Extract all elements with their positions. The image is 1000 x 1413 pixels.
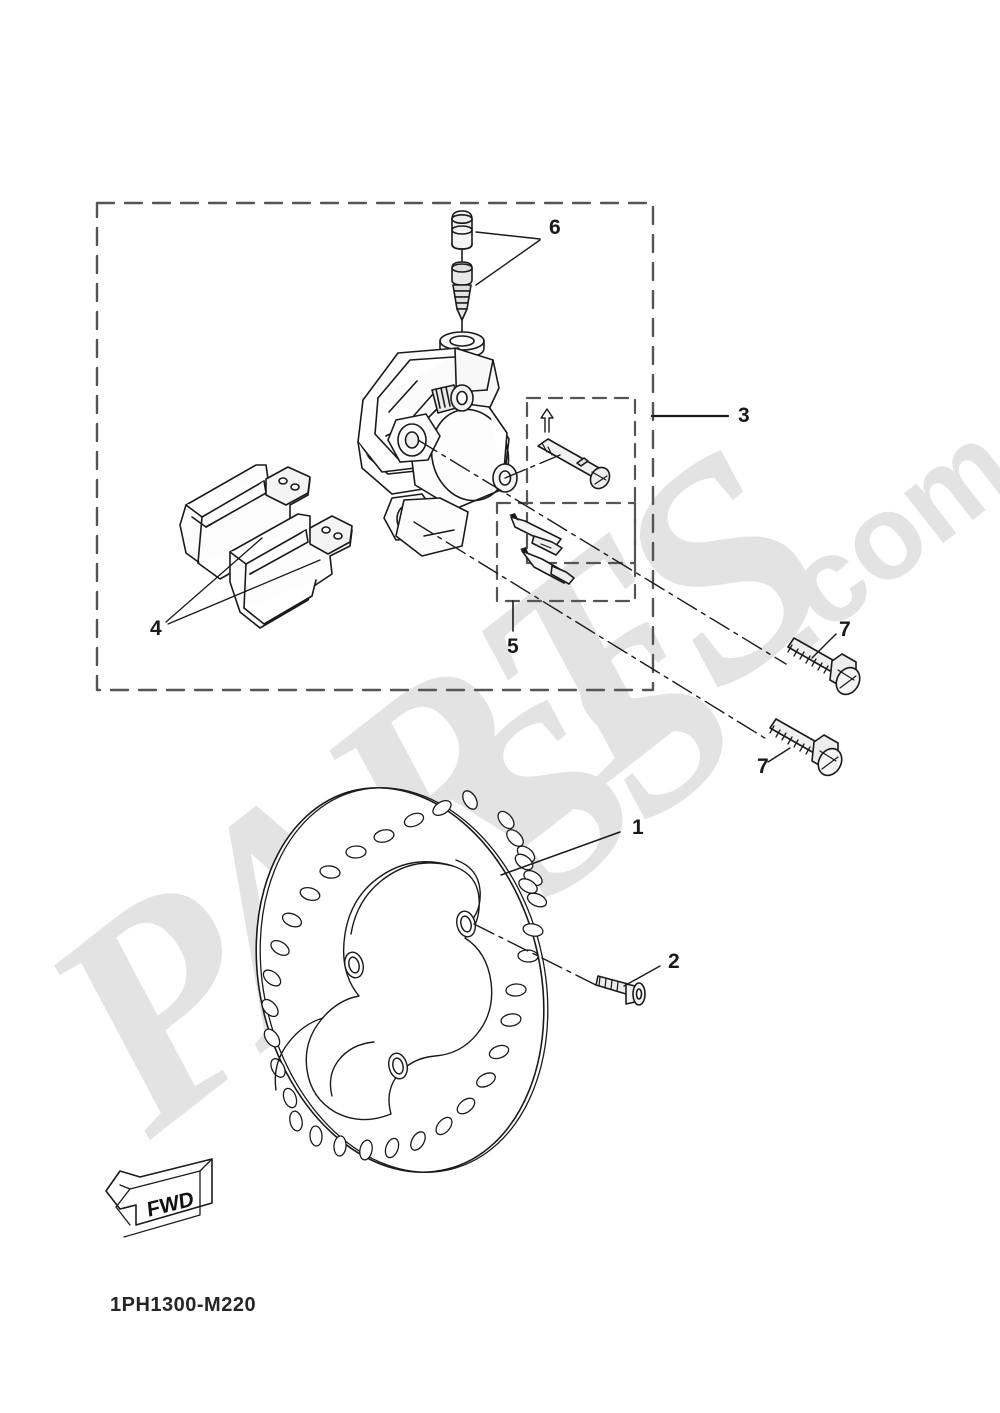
caliper-hose-boss — [431, 384, 474, 414]
caliper-slide-pin — [537, 438, 611, 490]
main-assembly-dashed-box — [95, 201, 655, 692]
leader-7-upper — [811, 633, 837, 659]
disc-bolt-holes — [344, 910, 476, 1080]
leader-2 — [623, 965, 661, 987]
disc-bolt-axis — [473, 923, 597, 986]
callout-number-2: 2 — [668, 950, 680, 973]
slide-pin-direction-arrow — [540, 408, 554, 433]
caliper-mounting-bolt-lower — [769, 718, 843, 777]
slide-pin-dashed-box — [525, 396, 637, 565]
brake-pad-front — [229, 513, 353, 629]
callout-number-3: 3 — [738, 404, 750, 427]
bleed-screw-cap — [451, 210, 473, 250]
pad-support-spring — [509, 513, 575, 585]
caliper-mounting-bolt-upper — [787, 637, 861, 696]
slide-pin-head — [589, 466, 611, 490]
brake-pad-front-tab — [309, 515, 353, 555]
fwd-direction-marker — [105, 1158, 213, 1238]
callout-number-4: 4 — [150, 617, 162, 640]
callout-number-1: 1 — [632, 816, 644, 839]
leader-7-lower — [767, 747, 791, 763]
pad-spring-dashed-box — [495, 501, 637, 603]
brake-disc-rotor — [255, 786, 549, 1174]
disc-mounting-bolt — [595, 975, 646, 1006]
bleed-screw — [451, 261, 473, 334]
disc-inner-web — [274, 859, 493, 1121]
bleed-screw-boss — [439, 331, 485, 358]
callout-number-7-lower: 7 — [757, 755, 769, 778]
callout-number-7-upper: 7 — [839, 618, 851, 641]
brake-pad-rear-tab — [265, 466, 311, 506]
leader-4-a — [165, 537, 263, 623]
callout-number-6: 6 — [549, 216, 561, 239]
assembly-axis-lines — [413, 439, 787, 741]
leader-1 — [500, 831, 621, 876]
brake-caliper-body — [357, 347, 518, 557]
caliper-upper-mounting-ear — [387, 413, 441, 463]
diagram-part-code: 1PH1300-M220 — [110, 1294, 257, 1316]
disc-drilled-holes — [261, 790, 548, 1161]
callout-number-5: 5 — [507, 635, 519, 658]
leader-4-b — [167, 559, 321, 625]
leader-6-a — [475, 231, 541, 240]
leader-6-b — [475, 239, 541, 286]
